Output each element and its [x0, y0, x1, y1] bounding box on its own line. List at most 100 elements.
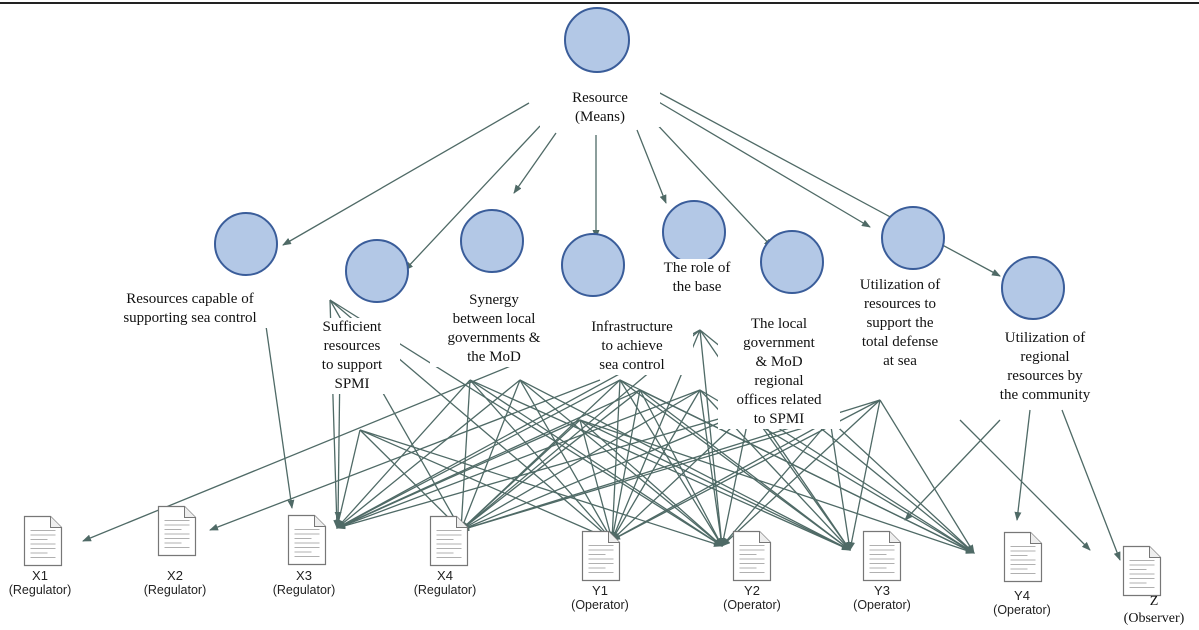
resource-label-8-line: the community — [999, 387, 1091, 403]
doc-role: (Regulator) — [413, 583, 477, 597]
edge-root-to-resource — [656, 100, 871, 228]
resource-node-circle — [561, 233, 625, 297]
resource-label-6-line: offices related — [736, 392, 822, 408]
edge-resource-to-document — [848, 399, 881, 551]
doc-label-x3: X3 (Regulator) — [259, 568, 349, 598]
resource-label-4-line: to achieve — [601, 338, 663, 354]
edge-resource-to-document — [469, 379, 851, 551]
resource-node-circle — [662, 200, 726, 264]
edge-resource-to-document — [209, 379, 601, 531]
doc-label-y4: Y4 (Operator) — [977, 589, 1067, 618]
root-label-line-2: (Means) — [575, 109, 625, 125]
doc-label-x4: X4 (Regulator) — [400, 569, 490, 598]
edge-root-to-resource — [636, 129, 667, 204]
document-icon — [429, 515, 469, 567]
edge-resource-to-document — [335, 429, 361, 529]
doc-label-x2: X2 (Regulator) — [130, 568, 220, 598]
doc-label-y1: Y1 (Operator) — [555, 583, 645, 613]
edge-resource-to-document — [519, 379, 851, 551]
document-icon — [732, 530, 772, 582]
resource-label-1-line: Resources capable of — [126, 291, 254, 307]
doc-label-y2: Y2 (Operator) — [707, 583, 797, 613]
resource-label-4: Infrastructure to achieve sea control — [571, 318, 693, 375]
resource-node-circle — [760, 230, 824, 294]
edge-resource-to-document — [619, 379, 975, 554]
resource-label-7-line: total defense — [861, 334, 939, 350]
resource-node-circle — [214, 212, 278, 276]
doc-id: Z — [1149, 594, 1159, 609]
edge-resource-to-document — [721, 419, 831, 547]
document-icon — [862, 530, 902, 582]
edge-resource-to-document — [579, 419, 723, 547]
document-icon — [23, 515, 63, 567]
edge-resource-to-document — [904, 419, 1001, 521]
edge-root-to-resource — [650, 117, 773, 248]
resource-label-1: Resources capable of supporting sea cont… — [96, 290, 284, 328]
doc-label-z: Z (Observer) — [1109, 593, 1199, 627]
resource-label-5: The role of the base — [651, 259, 743, 297]
document-icon — [1122, 545, 1162, 597]
resource-node-circle — [881, 206, 945, 270]
resource-label-5-line: the base — [672, 279, 722, 295]
edge-root-to-resource — [513, 132, 557, 194]
document-icon — [1003, 531, 1043, 583]
doc-role: (Operator) — [853, 598, 911, 612]
root-label-line-1: Resource — [572, 90, 628, 106]
resource-label-6-line: The local — [750, 316, 808, 332]
doc-id: Y2 — [744, 583, 760, 598]
edge-resource-to-document — [579, 419, 614, 541]
doc-id: Y1 — [592, 583, 608, 598]
resource-label-6: The local government & MoD regional offi… — [718, 315, 840, 429]
resource-label-3-line: between local — [452, 311, 536, 327]
resource-label-4-line: sea control — [599, 357, 665, 373]
edge-resource-to-document — [262, 304, 295, 509]
edge-resource-to-document — [336, 379, 471, 529]
resource-label-3: Synergy between local governments & the … — [430, 291, 558, 367]
resource-label-6-line: government — [743, 335, 815, 351]
doc-role: (Operator) — [723, 598, 781, 612]
doc-id: X3 — [296, 568, 312, 583]
edge-resource-to-document — [336, 409, 751, 530]
resource-label-1-line: supporting sea control — [123, 310, 257, 326]
resource-label-6-line: to SPMI — [753, 411, 805, 427]
doc-role: (Regulator) — [143, 583, 207, 597]
resource-label-6-line: & MoD — [755, 354, 803, 370]
edge-resource-to-document — [829, 419, 853, 551]
edge-resource-to-document — [829, 419, 975, 554]
document-icon — [581, 530, 621, 582]
edge-resource-to-document — [336, 389, 701, 529]
doc-label-y3: Y3 (Operator) — [837, 584, 927, 613]
edge-resource-to-document — [619, 379, 851, 551]
resource-label-8: Utilization of regional resources by the… — [982, 329, 1108, 405]
edge-resource-to-document — [469, 379, 723, 547]
edge-resource-to-document — [469, 379, 613, 541]
doc-label-x1: X1 (Regulator) — [0, 568, 85, 598]
edge-resource-to-document — [959, 419, 1091, 551]
edge-resource-to-document — [457, 379, 471, 531]
edge-resource-to-document — [359, 429, 462, 531]
edge-resource-to-document — [460, 389, 641, 531]
doc-id: X1 — [32, 568, 48, 583]
edge-resource-to-document — [460, 419, 831, 532]
edge-resource-to-document — [460, 409, 751, 531]
resource-label-3-line: governments & — [447, 330, 541, 346]
resource-label-3-line: Synergy — [469, 292, 519, 308]
doc-role: (Regulator) — [8, 583, 72, 597]
edge-resource-to-document — [611, 419, 831, 541]
resource-label-7: Utilization of resources to support the … — [848, 276, 952, 371]
edge-resource-to-document — [460, 379, 621, 531]
edge-resource-to-document — [336, 379, 521, 529]
doc-id: X2 — [167, 568, 183, 583]
resource-label-7-line: support the — [866, 315, 934, 331]
resource-label-2-line: resources — [323, 338, 381, 354]
resource-label-2-line: Sufficient — [322, 319, 382, 335]
edge-resource-to-document — [720, 409, 751, 547]
edge-resource-to-document — [519, 379, 613, 541]
edge-resource-to-document — [608, 379, 621, 541]
resource-label-5-line: The role of — [663, 260, 731, 276]
edge-resource-to-document — [82, 362, 519, 542]
edge-root-to-resource — [404, 125, 541, 271]
resource-label-8-line: resources by — [1007, 368, 1083, 384]
resource-label-2: Sufficient resources to support SPMI — [304, 318, 400, 394]
